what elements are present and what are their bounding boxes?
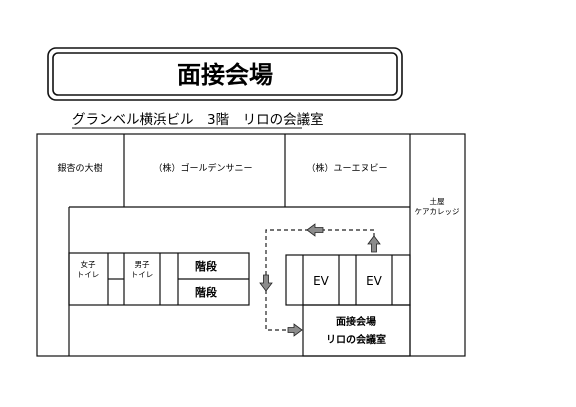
title-banner: 面接会場 [47,47,403,101]
building-walls [36,133,466,357]
interview-venue-room [302,304,411,357]
room-label-care-line1: 土屋 [430,196,445,206]
room-label-unb: （株）ユーエヌビー [306,162,387,174]
arrow-right-icon [287,323,303,337]
mens-toilet-line2: トイレ [131,270,154,279]
route-segment-down [265,290,290,331]
route-arrows [259,223,381,337]
stairs-upper-label: 階段 [195,259,217,273]
room-label-care-line2: ケアカレッジ [415,207,460,216]
title-frame-inner [52,52,398,96]
venue-label-line1: 面接会場 [336,315,376,328]
womens-toilet-line2: トイレ [77,270,100,279]
page-title: 面接会場 [177,61,273,89]
arrow-up-icon [367,235,381,253]
route-segment-ev-up [323,229,375,244]
room-label-ginkgo: 銀杏の大樹 [57,162,102,174]
building-floor-subtitle: グランベル横浜ビル 3階 リロの会議室 [72,111,324,128]
route-segment-top [265,229,309,276]
mens-toilet-line1: 男子 [135,260,150,269]
title-frame-outer [47,47,403,101]
elevator-right-label: EV [366,274,383,288]
womens-toilet-line1: 女子 [81,259,96,269]
room-label-golden-sunny: （株）ゴールデンサニー [153,162,252,174]
arrow-left-icon [306,223,324,237]
stairs-lower-label: 階段 [195,285,217,299]
outer-wall [36,133,466,357]
walking-route [265,229,375,331]
arrow-down-icon [259,274,273,292]
elevator-left-label: EV [313,274,330,288]
venue-label-line2: リロの会議室 [326,333,386,346]
